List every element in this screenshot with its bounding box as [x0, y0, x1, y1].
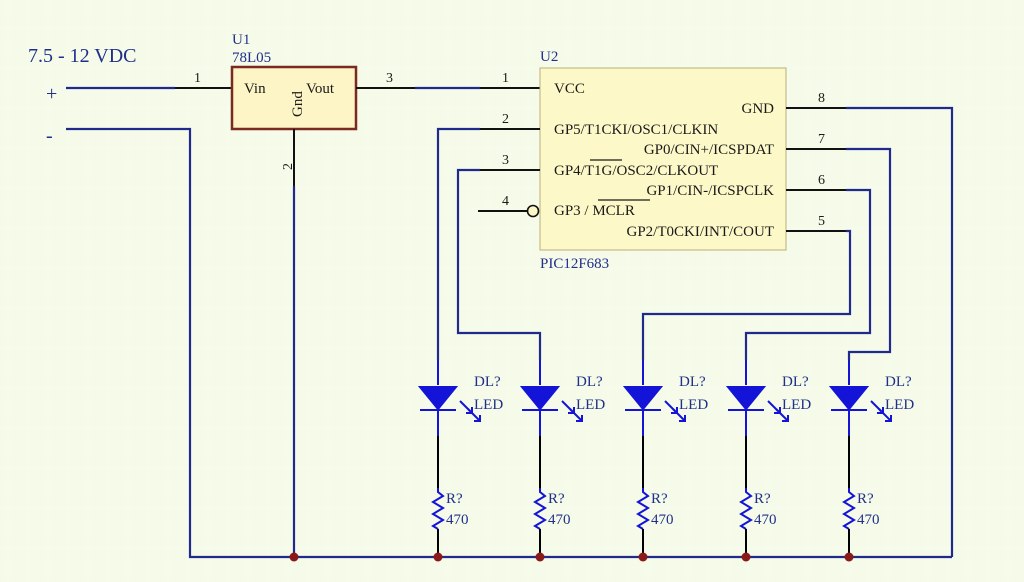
supply-voltage-label: 7.5 - 12 VDC: [28, 45, 137, 67]
resistor-value: 470: [548, 512, 571, 528]
junction-dot: [638, 552, 648, 562]
resistor-ref: R?: [857, 491, 874, 507]
junction-dot: [535, 552, 545, 562]
u1-part: 78L05: [232, 50, 271, 66]
u1-pin1-num: 1: [194, 71, 201, 86]
led-branch: DL? LED R? 470: [828, 360, 914, 557]
gp1-wire: [744, 188, 872, 360]
junction-dot: [289, 552, 299, 562]
resistor-ref: R?: [548, 491, 565, 507]
led-type: LED: [782, 397, 811, 413]
u2-pin4-num: 4: [502, 194, 509, 209]
u1-vin-label: Vin: [244, 81, 266, 97]
u2-part: PIC12F683: [540, 256, 609, 272]
u1-vout-label: Vout: [306, 81, 335, 97]
gp2-wire: [641, 229, 852, 360]
pic-gnd-wire: [846, 106, 954, 557]
resistor-value: 470: [651, 512, 674, 528]
u2-pin7-num: 7: [818, 132, 825, 147]
led-branches: DL? LED R? 470 DL? LED R? 470 DL? LED R? 470 DL? LED R…: [417, 360, 914, 557]
resistor-symbol: [842, 488, 856, 530]
u2-mclr-inversion-bubble: [526, 204, 540, 218]
supply-plus-label: +: [46, 83, 57, 105]
gp4-wire: [456, 168, 542, 360]
u2-pin1-num: 1: [502, 71, 509, 86]
u2-gp4-label: GP4/T1G/OSC2/CLKOUT: [554, 163, 718, 179]
u1-gnd-label: Gnd: [290, 91, 306, 117]
u1-pin3-num: 3: [386, 71, 393, 86]
led-type: LED: [679, 397, 708, 413]
junction-dot: [741, 552, 751, 562]
supply-minus-label: -: [46, 125, 53, 147]
led-symbol: [622, 386, 664, 411]
u2-gp5-label: GP5/T1CKI/OSC1/CLKIN: [554, 122, 718, 138]
led-emission-arrow: [878, 408, 892, 422]
resistor-ref: R?: [651, 491, 668, 507]
led-symbol: [725, 386, 767, 411]
u2-gnd-label: GND: [742, 101, 775, 117]
led-emission-arrow: [672, 408, 686, 422]
resistor-value: 470: [754, 512, 777, 528]
resistor-ref: R?: [446, 491, 463, 507]
led-ref: DL?: [885, 374, 912, 390]
u2-gp3-label: GP3 / MCLR: [554, 203, 635, 219]
u2-gp1-label: GP1/CIN-/ICSPCLK: [646, 183, 774, 199]
u2-ref: U2: [540, 49, 558, 65]
resistor-ref: R?: [754, 491, 771, 507]
junction-dot: [433, 552, 443, 562]
led-branch: DL? LED R? 470: [622, 360, 708, 557]
led-type: LED: [474, 397, 503, 413]
junction-dot: [844, 552, 854, 562]
resistor-symbol: [739, 488, 753, 530]
resistor-symbol: [431, 488, 445, 530]
led-ref: DL?: [679, 374, 706, 390]
junctions: [289, 552, 854, 562]
gp5-wire: [436, 127, 480, 360]
u2-pin5-num: 5: [818, 214, 825, 229]
led-symbol: [828, 386, 870, 411]
u2-gp2-label: GP2/T0CKI/INT/COUT: [627, 224, 775, 240]
led-branch: DL? LED R? 470: [417, 360, 503, 557]
led-ref: DL?: [782, 374, 809, 390]
led-ref: DL?: [576, 374, 603, 390]
resistor-symbol: [533, 488, 547, 530]
u1-pin2-num: 2: [281, 163, 296, 170]
led-emission-arrow: [569, 408, 583, 422]
led-branch: DL? LED R? 470: [725, 360, 811, 557]
led-emission-arrow: [467, 408, 481, 422]
u1-regulator-body: [230, 65, 358, 131]
led-symbol: [417, 386, 459, 411]
u2-pin6-num: 6: [818, 173, 825, 188]
led-ref: DL?: [474, 374, 501, 390]
u2-pic-body: [539, 67, 787, 251]
ground-rail-wire: [66, 127, 952, 559]
resistor-symbol: [636, 488, 650, 530]
resistor-value: 470: [857, 512, 880, 528]
resistor-value: 470: [446, 512, 469, 528]
led-emission-arrow: [775, 408, 789, 422]
gp0-wire: [846, 147, 892, 360]
u1-ref: U1: [232, 32, 250, 48]
u2-pin2-num: 2: [502, 112, 509, 127]
u2-pin8-num: 8: [818, 91, 825, 106]
u2-vcc-label: VCC: [554, 81, 585, 97]
led-type: LED: [576, 397, 605, 413]
led-type: LED: [885, 397, 914, 413]
led-branch: DL? LED R? 470: [519, 360, 605, 557]
led-symbol: [519, 386, 561, 411]
u2-gp0-label: GP0/CIN+/ICSPDAT: [644, 142, 774, 158]
u2-pin3-num: 3: [502, 153, 509, 168]
